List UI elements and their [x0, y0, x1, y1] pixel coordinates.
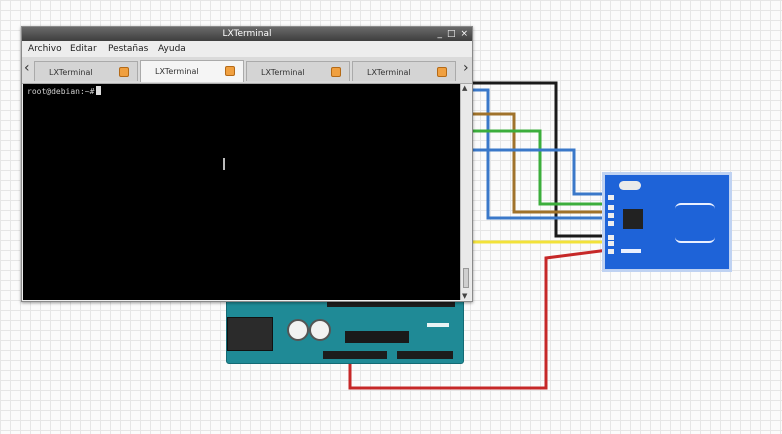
tab-lxterminal-2[interactable]: LXTerminal	[140, 60, 244, 82]
blue-wire-2	[472, 148, 608, 196]
blue-wire-1	[472, 88, 608, 220]
module-pin	[608, 195, 614, 200]
tab-lxterminal-4[interactable]: LXTerminal	[352, 61, 456, 81]
menu-archivo[interactable]: Archivo	[28, 44, 62, 54]
menu-bar: Archivo Editar Pestañas Ayuda	[22, 41, 472, 57]
tab-bar: ‹ LXTerminal LXTerminal LXTerminal LXTer…	[22, 57, 472, 84]
tab-close-icon[interactable]	[225, 66, 235, 76]
crystal-oscillator	[619, 181, 641, 190]
module-pin	[608, 235, 614, 240]
digital-pin-header	[327, 299, 455, 307]
tab-label: LXTerminal	[367, 68, 411, 77]
tab-label: LXTerminal	[261, 68, 305, 77]
shell-prompt: root@debian:~#	[27, 86, 102, 96]
terminal-window: LXTerminal _ □ × Archivo Editar Pestañas…	[21, 26, 473, 302]
window-controls: _ □ ×	[437, 27, 468, 41]
tab-label: LXTerminal	[49, 68, 93, 77]
text-cursor-icon	[223, 158, 225, 170]
capacitor	[287, 319, 309, 341]
arduino-board	[226, 296, 464, 364]
minimize-button[interactable]: _	[437, 29, 442, 39]
rfid-module	[602, 172, 732, 272]
tab-close-icon[interactable]	[437, 67, 447, 77]
menu-pestanas[interactable]: Pestañas	[108, 44, 149, 54]
module-pin	[608, 221, 614, 226]
prompt-text: root@debian:~#	[27, 87, 95, 96]
tab-lxterminal-1[interactable]: LXTerminal	[34, 61, 138, 81]
terminal-output[interactable]: root@debian:~#	[23, 84, 461, 300]
tab-close-icon[interactable]	[331, 67, 341, 77]
red-wire	[348, 248, 609, 390]
module-pin	[608, 213, 614, 218]
menu-ayuda[interactable]: Ayuda	[158, 44, 186, 54]
close-button[interactable]: ×	[460, 29, 468, 39]
window-title: LXTerminal	[222, 29, 272, 39]
text-cursor	[96, 86, 102, 95]
rfid-chip	[623, 209, 643, 229]
analog-pin-header	[397, 351, 453, 359]
microcontroller-chip	[345, 331, 409, 343]
menu-editar[interactable]: Editar	[70, 44, 97, 54]
vertical-scrollbar[interactable]: ▲ ▼	[460, 84, 471, 300]
module-pin	[608, 241, 614, 246]
maximize-button[interactable]: □	[446, 29, 456, 39]
tab-lxterminal-3[interactable]: LXTerminal	[246, 61, 350, 81]
brown-wire	[472, 112, 608, 214]
usb-connector	[227, 317, 273, 351]
module-label	[621, 249, 641, 253]
power-pin-header	[323, 351, 387, 359]
tab-label: LXTerminal	[155, 67, 199, 76]
capacitor	[309, 319, 331, 341]
scrollbar-thumb[interactable]	[463, 268, 469, 288]
scroll-down-icon[interactable]: ▼	[462, 292, 468, 300]
tab-scroll-right-icon[interactable]: ›	[463, 60, 469, 76]
module-pin	[608, 249, 614, 254]
scroll-up-icon[interactable]: ▲	[462, 84, 468, 92]
title-bar[interactable]: LXTerminal _ □ ×	[22, 27, 472, 41]
black-wire	[472, 81, 608, 238]
board-logo	[427, 323, 449, 327]
tab-scroll-left-icon[interactable]: ‹	[24, 60, 30, 76]
green-wire	[472, 129, 608, 206]
module-pin	[608, 205, 614, 210]
tab-close-icon[interactable]	[119, 67, 129, 77]
antenna-coil	[675, 203, 715, 243]
